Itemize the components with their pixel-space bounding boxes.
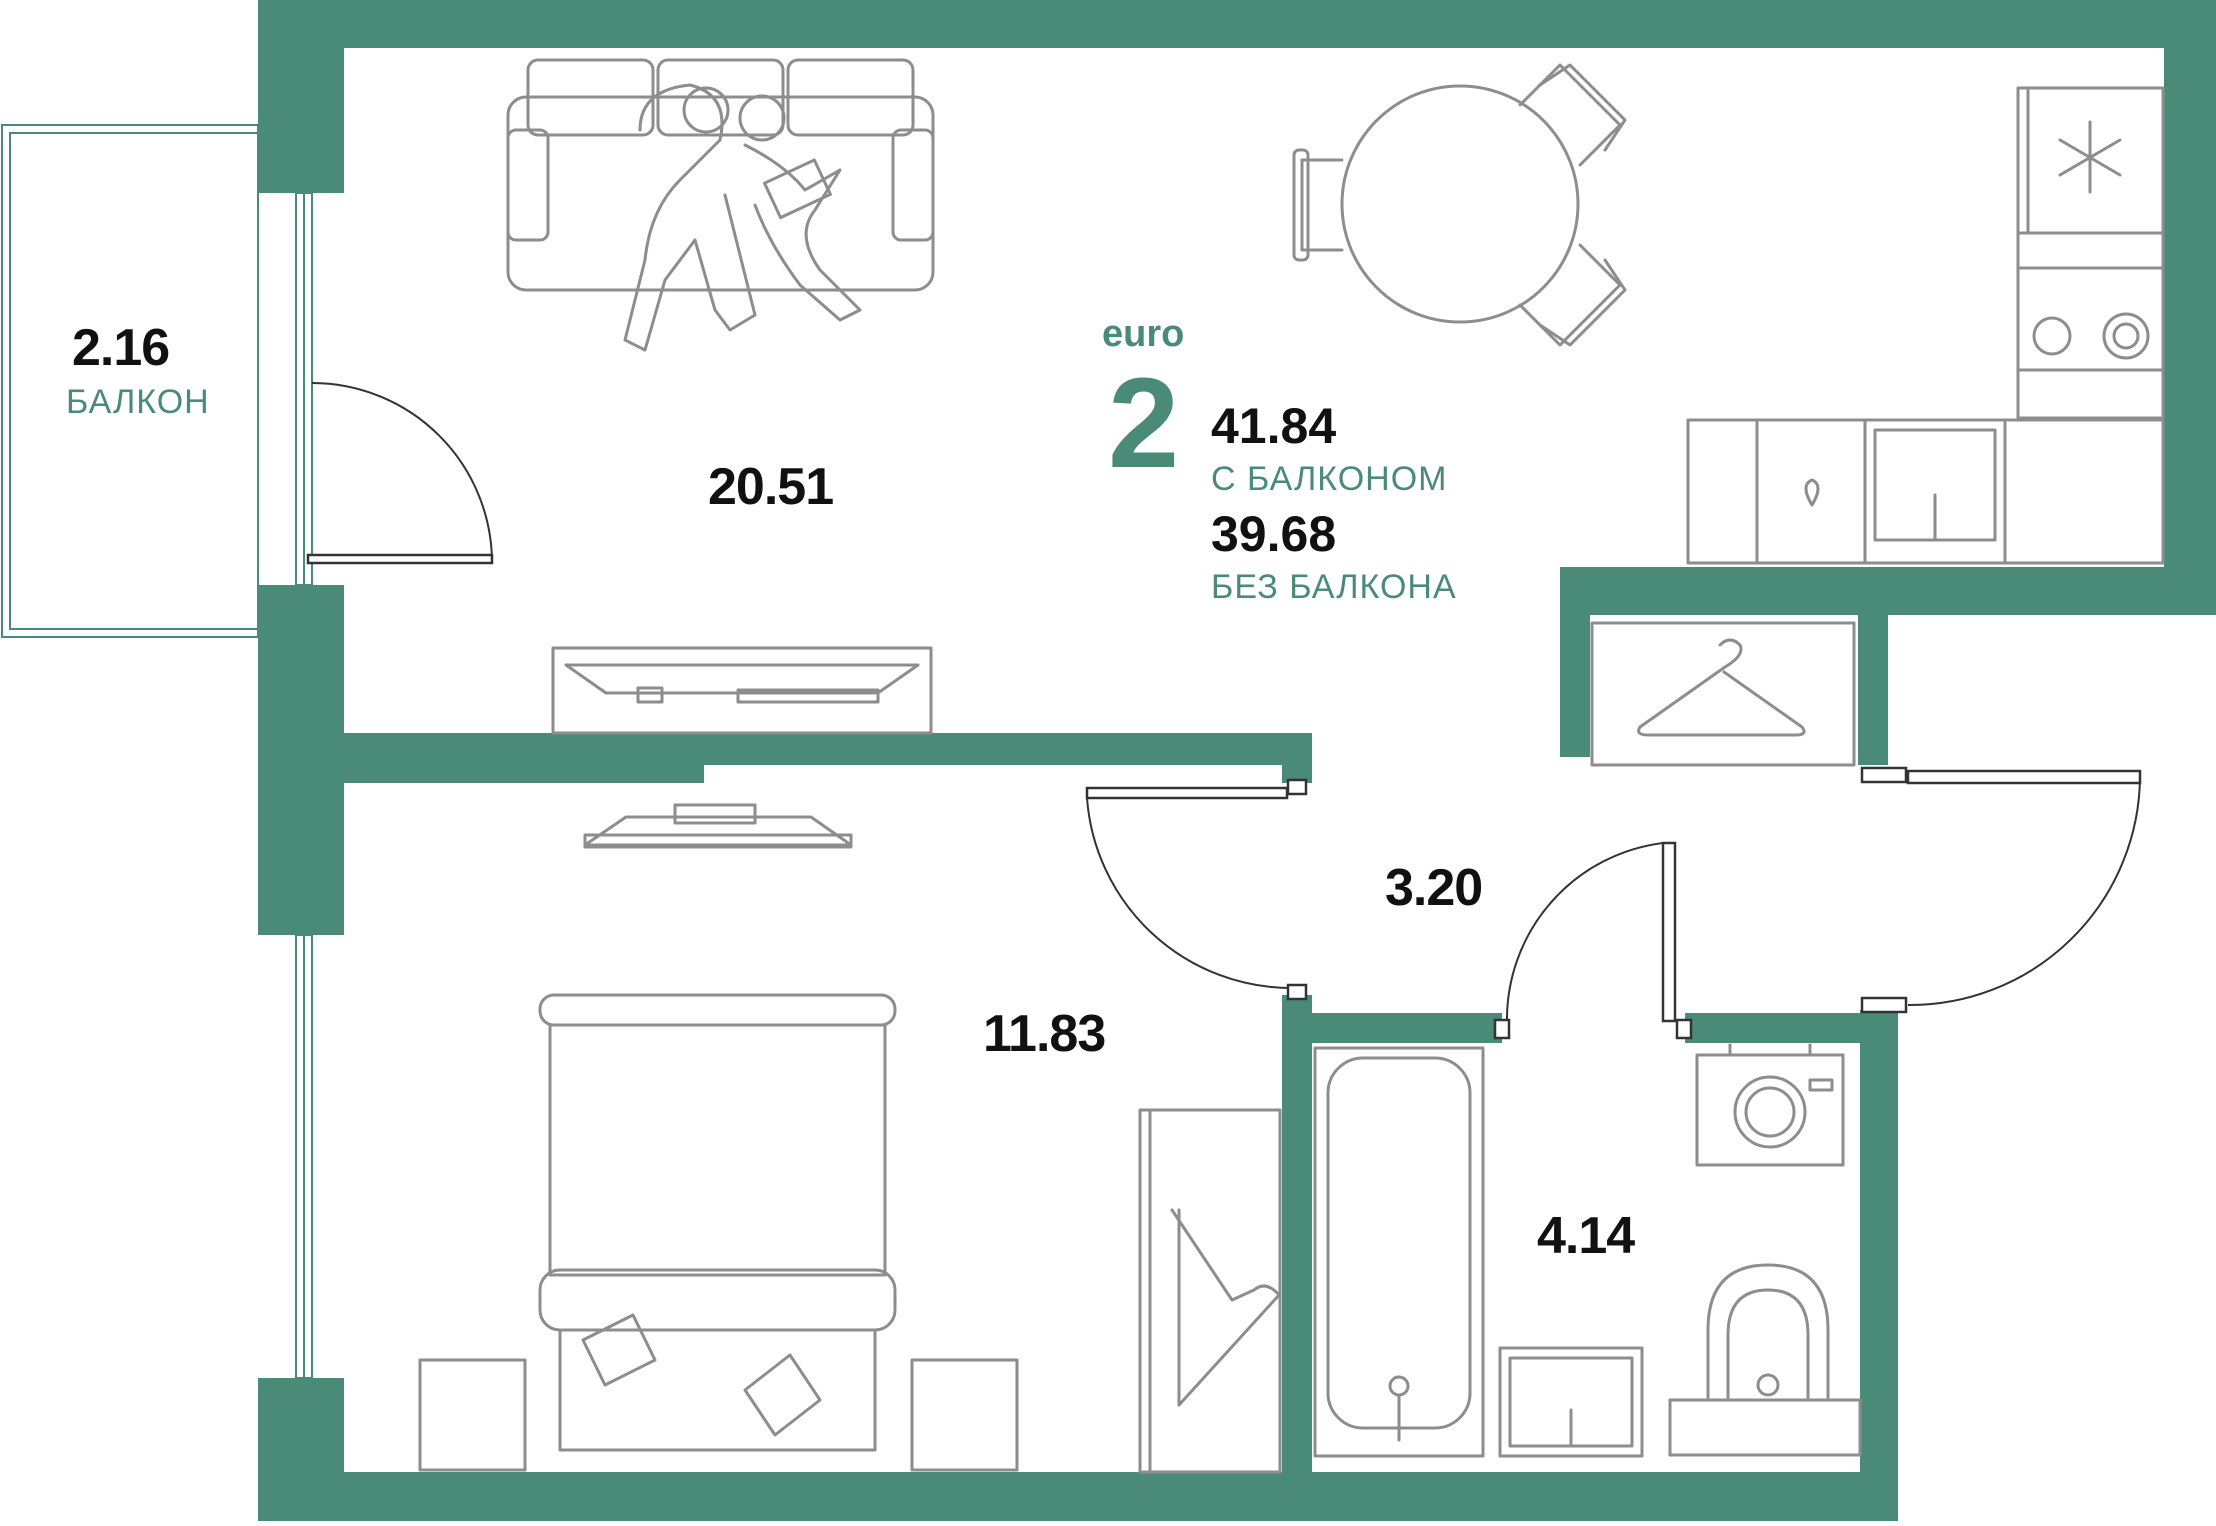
sink-icon bbox=[1686, 418, 2165, 565]
windows bbox=[1, 124, 313, 1379]
wall-niche-top bbox=[1560, 567, 2216, 615]
bedroom-area: 11.83 bbox=[983, 1005, 1106, 1063]
wall-partition-end bbox=[1282, 733, 1312, 783]
doors bbox=[306, 382, 2142, 1040]
bathroom-sink-icon bbox=[1498, 1346, 1644, 1458]
sofa-icon bbox=[506, 58, 935, 352]
wardrobe-door-leaf bbox=[1906, 769, 2142, 785]
stove-icon bbox=[2016, 231, 2165, 420]
wall-partition-thick bbox=[344, 733, 704, 783]
wall-top bbox=[258, 0, 2216, 48]
tv-stand-bedroom-icon bbox=[583, 803, 853, 849]
plan-type-label: euro bbox=[1102, 313, 1185, 355]
bathroom-area: 4.14 bbox=[1537, 1207, 1635, 1265]
walls bbox=[258, 0, 2216, 1521]
wall-right-upper bbox=[2164, 0, 2216, 615]
wall-left-top bbox=[258, 18, 344, 193]
wall-bathroom-top-right bbox=[1685, 1013, 1885, 1043]
balcony-door-leaf bbox=[306, 553, 494, 565]
wall-niche-left bbox=[1560, 567, 1590, 757]
with-balcony-caption: С БАЛКОНОМ bbox=[1211, 460, 1448, 498]
dining-table-icon bbox=[1292, 63, 1627, 347]
fridge-icon bbox=[2016, 86, 2165, 235]
wardrobe-icon bbox=[1590, 621, 1856, 767]
total-area-with-balcony: 41.84 bbox=[1211, 398, 1337, 454]
living-room-area: 20.51 bbox=[708, 458, 834, 516]
wall-right-lower bbox=[1860, 1010, 1898, 1521]
hallway-area: 3.20 bbox=[1385, 859, 1483, 917]
without-balcony-caption: БЕЗ БАЛКОНА bbox=[1211, 568, 1457, 606]
balcony-outline bbox=[1, 124, 259, 638]
wall-niche-right bbox=[1858, 615, 1888, 765]
washing-machine-icon bbox=[1695, 1043, 1845, 1167]
wall-left-middle bbox=[258, 585, 344, 935]
wall-bathroom-left bbox=[1282, 995, 1312, 1485]
total-area-without-balcony: 39.68 bbox=[1211, 506, 1337, 562]
bathroom-door-leaf bbox=[1661, 841, 1677, 1023]
rooms-count: 2 bbox=[1108, 352, 1180, 495]
balcony-name: БАЛКОН bbox=[66, 383, 210, 421]
toilet-icon bbox=[1668, 1263, 1862, 1457]
bed-icon bbox=[418, 993, 1019, 1472]
bedroom-door-leaf bbox=[1085, 786, 1289, 800]
bathtub-icon bbox=[1313, 1046, 1485, 1458]
tv-stand-icon bbox=[551, 646, 933, 735]
wall-bathroom-top bbox=[1282, 1013, 1502, 1043]
bedroom-wardrobe-icon bbox=[1138, 1108, 1282, 1474]
balcony-area: 2.16 bbox=[72, 319, 170, 377]
wall-bottom bbox=[258, 1472, 1896, 1521]
